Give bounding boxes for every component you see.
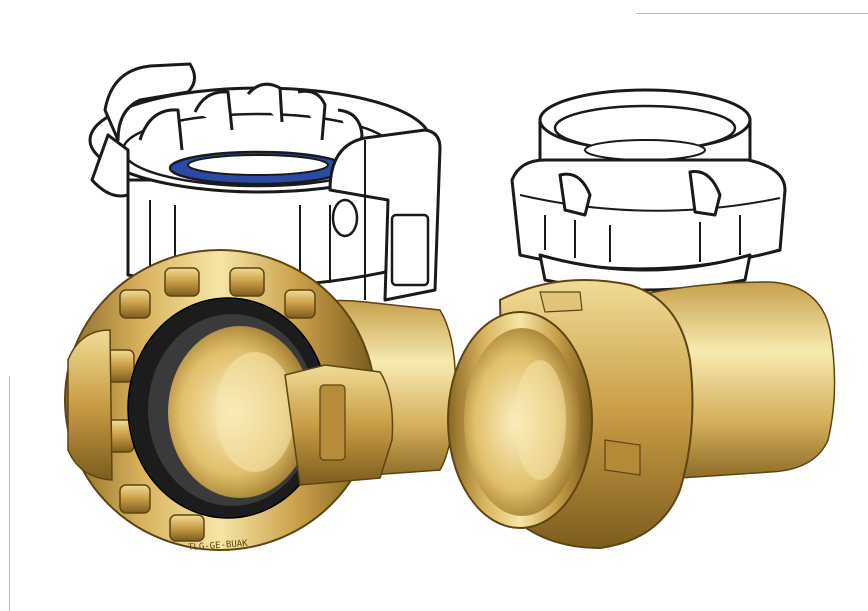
outline-coupling-left xyxy=(88,62,442,302)
brass-coupling-right xyxy=(447,279,836,550)
top-rule xyxy=(636,13,868,14)
outline-coupling-right xyxy=(510,88,787,292)
brass-coupling-left: TLG-GE-BUAK xyxy=(64,249,457,553)
coupling-marking: TLG-GE-BUAK xyxy=(188,539,249,553)
left-rule xyxy=(9,376,10,611)
